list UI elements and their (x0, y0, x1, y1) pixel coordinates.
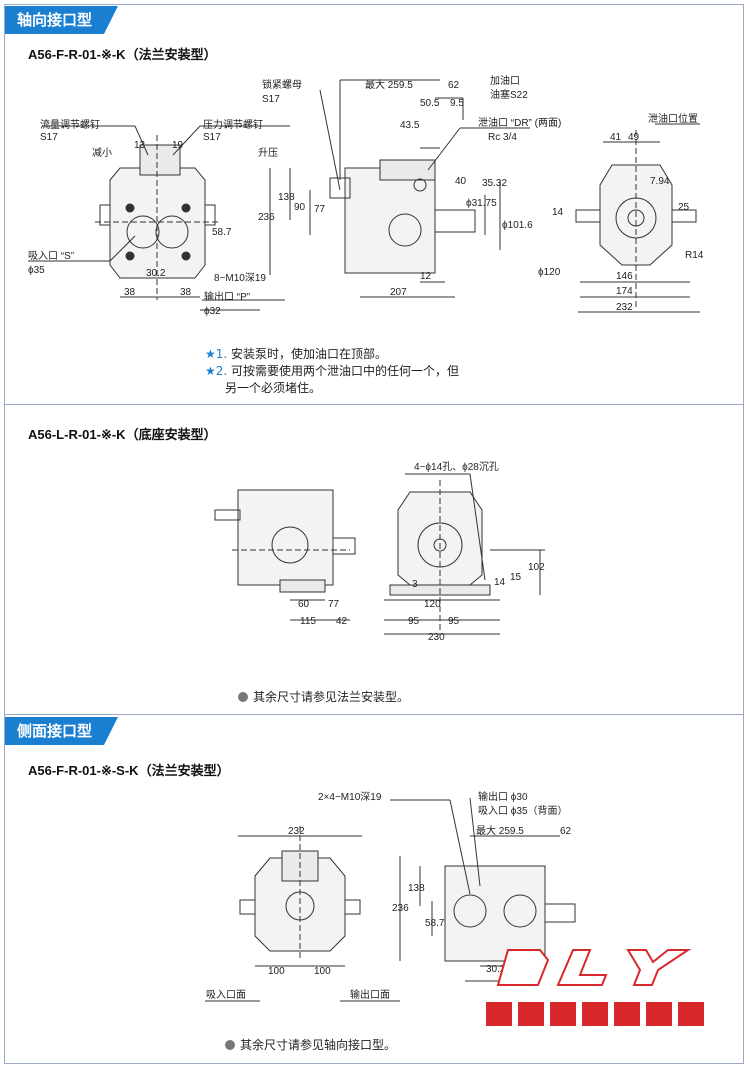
fig1-d25: 25 (678, 202, 690, 213)
fig1-drawing: 流量调节螺钉 S17 压力调节螺钉 S17 减小 升压 13 19 58.7 吸… (28, 74, 704, 317)
divider (5, 404, 743, 405)
fig3-d232: 232 (288, 826, 305, 837)
fig2-drawing: 4−ϕ14孔、ϕ28沉孔 60 77 115 42 3 120 95 95 23… (214, 460, 545, 643)
fig1-flow-s: S17 (40, 132, 58, 143)
fig2-d15: 15 (510, 572, 522, 583)
fig1-d62: 62 (448, 80, 460, 91)
fig1-title: A56-F-R-01-※-K（法兰安装型） (28, 47, 217, 62)
section-header-axial: 轴向接口型 (5, 6, 119, 34)
fig2-d120: 120 (424, 599, 441, 610)
fig3-out: 输出口 ϕ30 (478, 790, 528, 803)
fig1-d1016: ϕ101.6 (502, 220, 533, 231)
fig1-lock-nut: 锁紧螺母 (262, 78, 302, 91)
fig1-d40: 40 (455, 176, 467, 187)
fig3-d62: 62 (560, 826, 572, 837)
page-frame (4, 4, 744, 1064)
fig1-outlet: 输出口 “P” (204, 290, 250, 303)
fig1-lock-s: S17 (262, 94, 280, 105)
fig1-pres-s: S17 (203, 132, 221, 143)
fig2-d42: 42 (336, 616, 348, 627)
fig2-d77: 77 (328, 599, 340, 610)
fig2-footnote: 其余尺寸请参见法兰安装型。 (238, 688, 409, 705)
fig1-d12: 12 (420, 271, 432, 282)
fig1-d30: 30.2 (146, 268, 166, 279)
bullet-icon (225, 1040, 235, 1050)
fig3-d302: 30.2 (486, 964, 506, 975)
fig1-inlet: 吸入口 “S” (28, 251, 74, 262)
fig2-d60: 60 (298, 599, 310, 610)
fig2-d14: 14 (494, 577, 506, 588)
fig2-d95a: 95 (408, 616, 420, 627)
fig2-d230: 230 (428, 632, 445, 643)
fig1-notes: ★1. 安装泵时，使加油口在顶部。 ★2. 可按需要使用两个泄油口中的任何一个，… (205, 346, 459, 397)
fig2-holes: 4−ϕ14孔、ϕ28沉孔 (414, 460, 499, 473)
fig1-inlet-d: ϕ35 (28, 265, 45, 276)
fig1-rc: Rc 3/4 (488, 132, 517, 143)
fig1-plug: 油塞S22 (490, 88, 528, 101)
fig2-d95b: 95 (448, 616, 460, 627)
fig1-m10: 8−M10深19 (214, 272, 266, 284)
fig1-oil-in: 加油口 (490, 74, 520, 87)
fig3-out-face: 输出口面 (350, 988, 390, 1001)
fig3-d236: 236 (392, 903, 409, 914)
fig1-d120: ϕ120 (538, 267, 561, 278)
fig1-d38a: 38 (124, 287, 136, 298)
fig2-d3: 3 (412, 579, 418, 590)
fig1-pres-screw: 压力调节螺钉 (203, 118, 263, 131)
fig1-d232: 232 (616, 302, 633, 313)
fig3-drawing: 2×4−M10深19 输出口 ϕ30 吸入口 ϕ35（背面） 最大 259.5 … (205, 790, 576, 1002)
fig1-d38b: 38 (180, 287, 192, 298)
fig3-d100b: 100 (314, 966, 331, 977)
fig3-d100a: 100 (268, 966, 285, 977)
fig1-r14: R14 (685, 250, 704, 261)
fig3-d587: 58.7 (425, 918, 445, 929)
fig1-d505: 50.5 (420, 98, 440, 109)
fig3-in: 吸入口 ϕ35（背面） (478, 804, 568, 817)
fig1-d41: 41 (610, 132, 622, 143)
fig1-decrease: 减小 (92, 147, 112, 159)
fig1-d3175: ϕ31.75 (466, 198, 497, 209)
fig1-d19: 19 (172, 140, 184, 151)
fig3-m10: 2×4−M10深19 (318, 791, 382, 803)
bullet-icon (238, 692, 248, 702)
fig1-d138: 138 (278, 192, 295, 203)
fig2-d115: 115 (300, 616, 316, 627)
fig1-outlet-d: ϕ32 (204, 306, 221, 317)
fig3-d138: 138 (408, 883, 425, 894)
fig1-d49: 49 (628, 132, 640, 143)
fig1-drain-pos: 泄油口位置 (648, 112, 698, 125)
fig1-flow-screw: 流量调节螺钉 (40, 118, 100, 131)
fig3-title: A56-F-R-01-※-S-K（法兰安装型） (28, 763, 230, 778)
fig1-d146: 146 (616, 271, 633, 282)
fig3-in-face: 吸入口面 (206, 990, 246, 1001)
fig1-d58: 58.7 (212, 227, 232, 238)
fig1-d77: 77 (314, 204, 326, 215)
fig1-d90: 90 (294, 202, 306, 213)
fig2-title: A56-L-R-01-※-K（底座安装型） (28, 427, 217, 442)
fig1-max: 最大 259.5 (365, 78, 413, 91)
fig1-d14: 14 (552, 207, 564, 218)
divider (5, 714, 743, 715)
fig2-d102: 102 (528, 562, 545, 573)
company-watermark-logo (486, 949, 704, 1026)
fig1-d13: 13 (134, 140, 146, 151)
fig3-max: 最大 259.5 (476, 824, 524, 837)
fig1-d3532: 35.32 (482, 178, 507, 189)
note-2: ★2. 可按需要使用两个泄油口中的任何一个，但 (205, 364, 460, 378)
section-header-side: 侧面接口型 (5, 717, 119, 745)
fig1-drain: 泄油口 “DR” (两面) (478, 116, 561, 129)
fig1-d207: 207 (390, 287, 407, 298)
note-1: ★1. 安装泵时，使加油口在顶部。 (205, 347, 388, 361)
fig1-d95: 9.5 (450, 98, 464, 109)
fig3-footnote: 其余尺寸请参见轴向接口型。 (225, 1036, 396, 1053)
fig1-d435: 43.5 (400, 120, 420, 131)
note-3: 另一个必须堵住。 (225, 381, 322, 395)
fig1-increase: 升压 (258, 147, 278, 159)
fig1-d794: 7.94 (650, 176, 670, 187)
fig1-d174: 174 (616, 286, 633, 297)
fig1-d236: 236 (258, 212, 275, 223)
